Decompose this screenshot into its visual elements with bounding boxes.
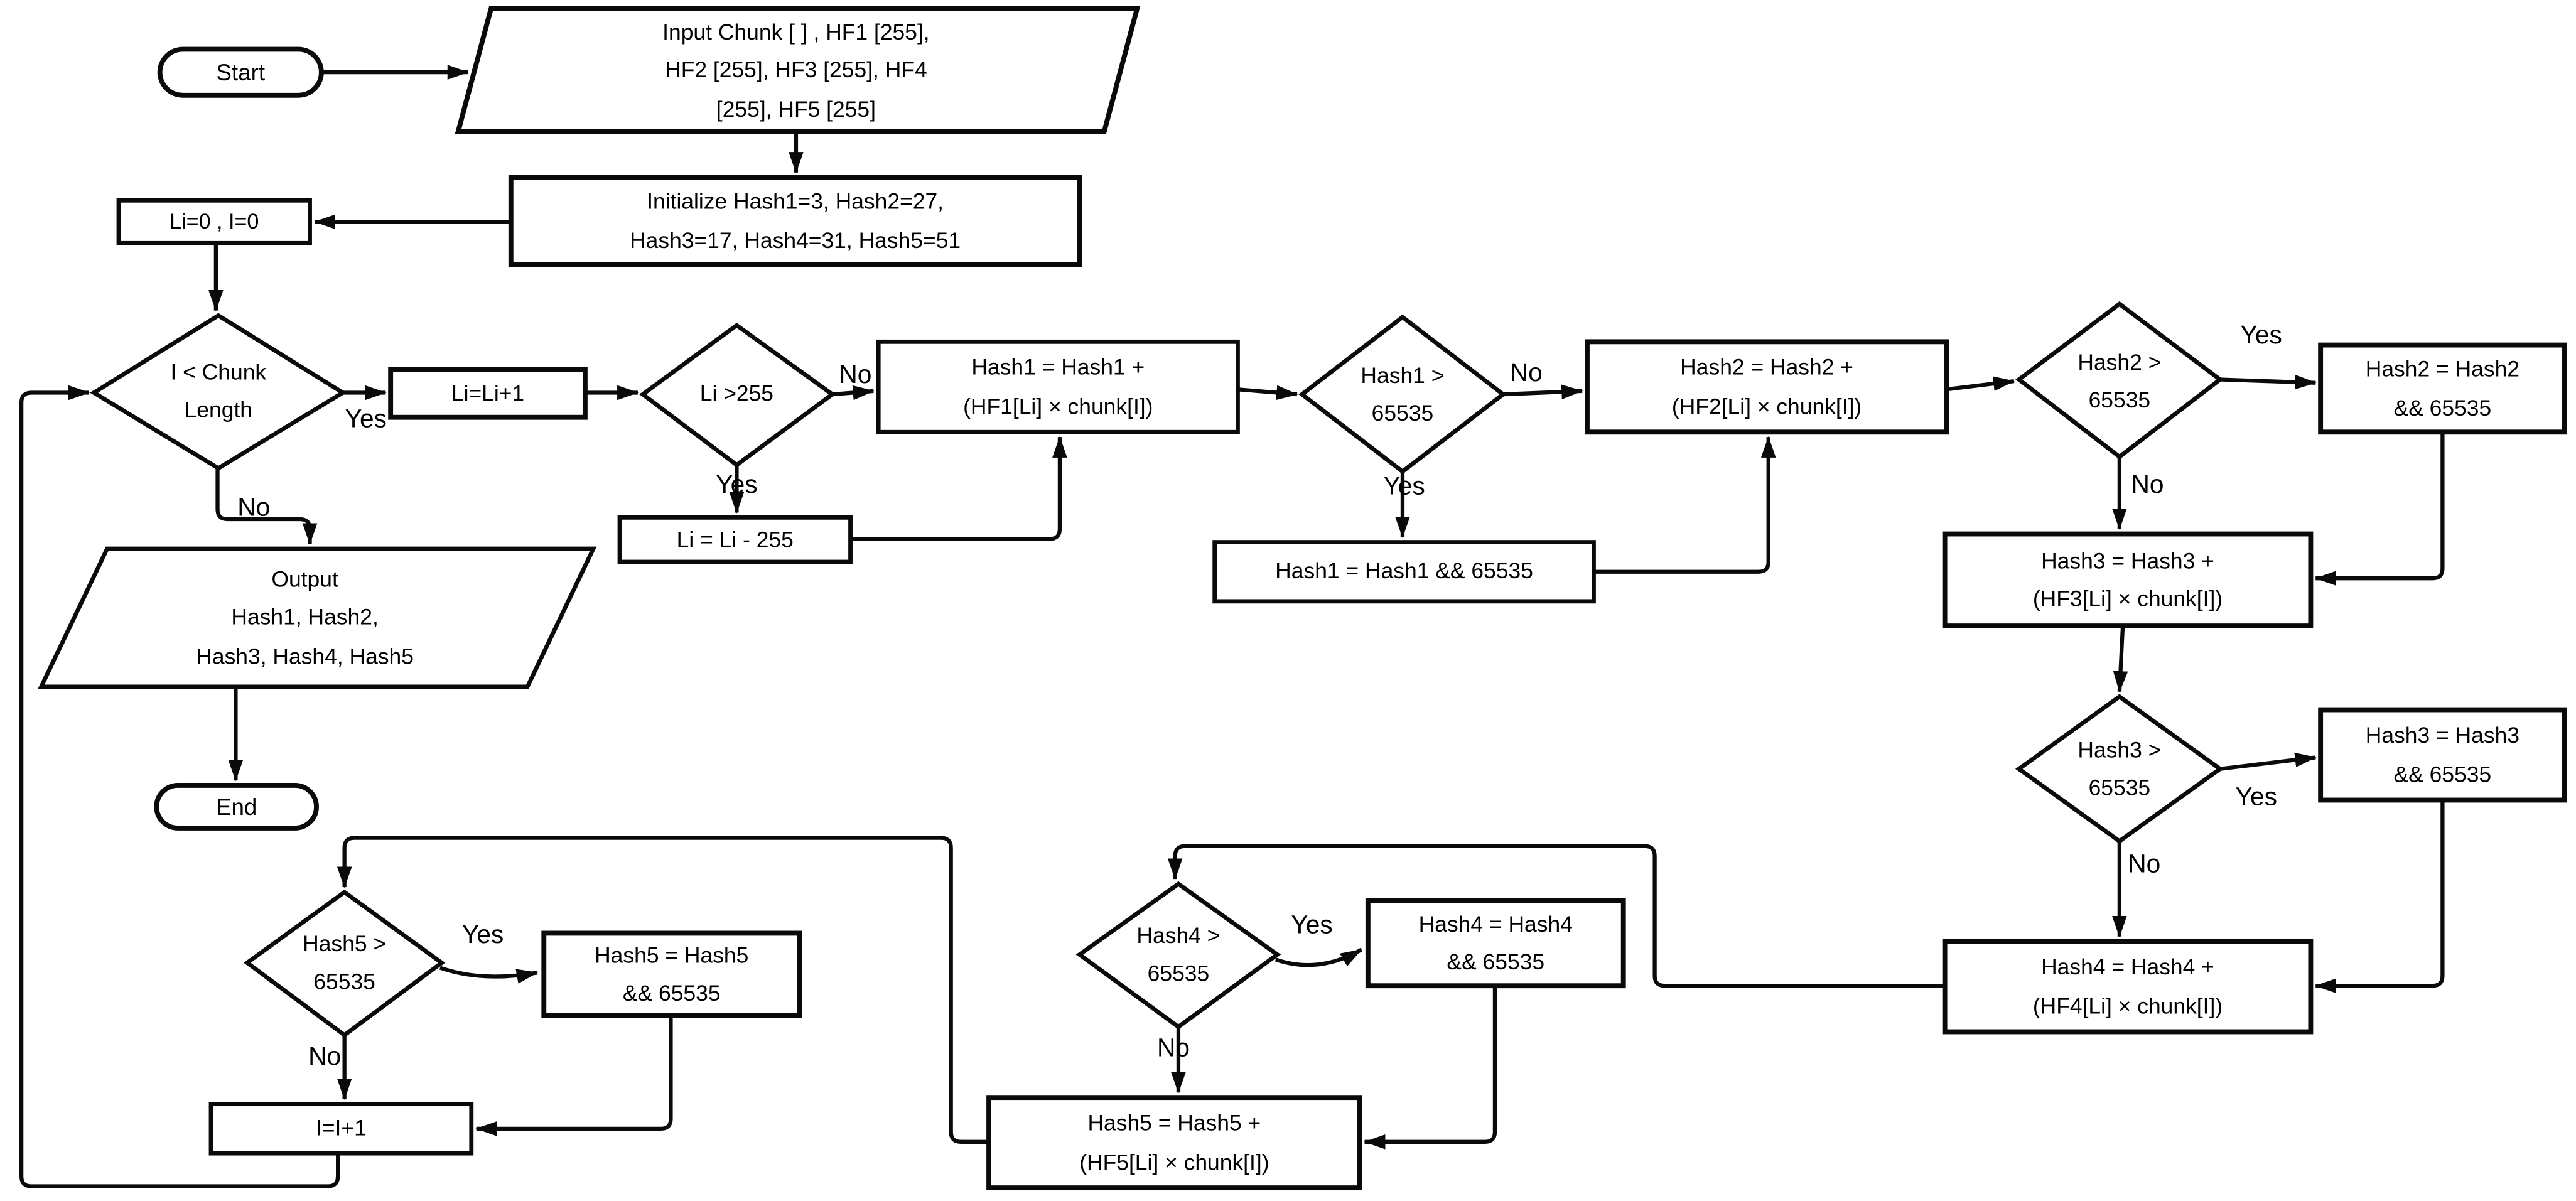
edge-hash5add-to-hash5check	[337, 836, 989, 1144]
edge-lisub-to-hash1add	[850, 436, 1067, 541]
lizero-process-shape	[116, 198, 312, 245]
edge-loopcheck-no-to-output	[215, 468, 318, 545]
edge-hash4add-to-hash4check	[1167, 844, 1945, 988]
hash5check-decision-shape	[244, 889, 446, 1038]
edge-iinc-loop-to-loopcheck	[19, 385, 340, 1188]
input-node-label: Input Chunk [ ] , HF1 [255], HF2 [255], …	[662, 19, 930, 121]
hash4check-no-label: No	[1157, 1035, 1190, 1064]
loopcheck-decision-shape	[90, 313, 347, 471]
lisub-node-label: Li = Li - 255	[676, 527, 794, 552]
hash4check-node-label: Hash4 > 65535	[1136, 923, 1221, 986]
edge-hash5and-to-iinc	[475, 1015, 673, 1136]
init-process-shape	[508, 175, 1082, 267]
hash5check-no-label: No	[308, 1043, 342, 1072]
loopcheck-yes-label: Yes	[345, 406, 387, 434]
input-parallelogram-shape	[455, 6, 1141, 134]
hash5check-yes-label: Yes	[461, 922, 504, 950]
hash3add-node-label: Hash3 = Hash3 + (HF3[Li] × chunk[I])	[2032, 548, 2223, 611]
hash3check-decision-shape	[2015, 694, 2224, 844]
edge-hash2and-to-hash3add	[2314, 432, 2445, 586]
output-node-label: Output Hash1, Hash2, Hash3, Hash4, Hash5	[196, 567, 414, 669]
edge-hash2check-yes-to-hash2and	[2219, 374, 2317, 390]
edge-hash4check-yes-to-hash4and	[1275, 947, 1362, 967]
hash3add-process-shape	[1942, 531, 2314, 629]
liinc-process-shape	[388, 367, 588, 420]
edge-hash3add-to-hash3check	[2113, 625, 2128, 693]
lisub-process-shape	[617, 515, 853, 564]
edge-licheck-no-to-hash1add	[832, 385, 875, 401]
hash1add-process-shape	[876, 339, 1240, 434]
hash5check-node-label: Hash5 > 65535	[303, 931, 387, 994]
end-node-label: End	[215, 793, 257, 820]
licheck-yes-label: Yes	[716, 471, 758, 500]
loopcheck-node-label: I < Chunk Length	[170, 359, 267, 423]
hash1check-no-label: No	[1509, 360, 1543, 388]
edge-hash1check-no-to-hash2add	[1502, 384, 1583, 399]
hash2and-node-label: Hash2 = Hash2 && 65535	[2365, 357, 2520, 420]
hash3check-no-label: No	[2128, 851, 2161, 880]
output-parallelogram-shape	[38, 546, 597, 689]
hash4add-process-shape	[1942, 939, 2314, 1035]
hash3check-yes-label: Yes	[2235, 784, 2277, 812]
start-terminator-shape	[157, 46, 324, 98]
hash2add-process-shape	[1585, 339, 1949, 435]
edge-hash1add-to-hash1check	[1237, 385, 1298, 401]
hash3and-process-shape	[2318, 707, 2567, 803]
hash2check-no-label: No	[2131, 471, 2164, 500]
hash5and-process-shape	[541, 930, 802, 1018]
licheck-decision-shape	[639, 322, 836, 468]
liinc-node-label: Li=Li+1	[451, 380, 525, 406]
hash2check-yes-label: Yes	[2240, 321, 2282, 350]
hash5add-node-label: Hash5 = Hash5 + (HF5[Li] × chunk[I])	[1079, 1111, 1269, 1174]
hash5and-node-label: Hash5 = Hash5 && 65535	[595, 942, 749, 1006]
edge-hash4and-to-hash5add	[1364, 986, 1497, 1150]
edge-hash2add-to-hash2check	[1946, 376, 2015, 392]
hash4check-decision-shape	[1075, 881, 1281, 1030]
hash2check-decision-shape	[2015, 301, 2224, 460]
hash4and-node-label: Hash4 = Hash4 && 65535	[1418, 911, 1573, 974]
start-node-label: Start	[216, 59, 266, 85]
iinc-node-label: I=I+1	[315, 1116, 367, 1141]
edge-hash1and-to-hash2add	[1593, 436, 1776, 574]
lizero-node-label: Li=0 , I=0	[170, 208, 259, 234]
hash3check-node-label: Hash3 > 65535	[2078, 737, 2162, 800]
hash4and-process-shape	[1365, 898, 1626, 989]
hash1add-node-label: Hash1 = Hash1 + (HF1[Li] × chunk[I])	[963, 355, 1153, 419]
hash5add-process-shape	[986, 1095, 1362, 1191]
hash1and-node-label: Hash1 = Hash1 && 65535	[1275, 559, 1533, 584]
hash2check-node-label: Hash2 > 65535	[2078, 349, 2162, 412]
end-terminator-shape	[154, 783, 319, 831]
hash1check-yes-label: Yes	[1383, 473, 1425, 502]
hash2add-node-label: Hash2 = Hash2 + (HF2[Li] × chunk[I])	[1671, 355, 1862, 419]
init-node-label: Initialize Hash1=3, Hash2=27, Hash3=17, …	[630, 189, 961, 252]
loopcheck-no-label: No	[237, 494, 271, 523]
hash1and-process-shape	[1212, 540, 1596, 604]
hash2and-process-shape	[2318, 342, 2567, 435]
licheck-node-label: Li >255	[699, 382, 774, 407]
hash3and-node-label: Hash3 = Hash3 && 65535	[2365, 723, 2520, 787]
hash4add-node-label: Hash4 = Hash4 + (HF4[Li] × chunk[I])	[2032, 955, 2223, 1018]
hash4check-yes-label: Yes	[1291, 912, 1333, 940]
iinc-process-shape	[208, 1102, 474, 1156]
hash1check-decision-shape	[1298, 314, 1507, 475]
licheck-no-label: No	[839, 361, 872, 390]
hash1check-node-label: Hash1 > 65535	[1361, 362, 1445, 426]
edge-hash3and-to-hash4add	[2314, 800, 2445, 993]
edge-hash5check-yes-to-hash5and	[439, 966, 539, 984]
edge-hash3check-yes-to-hash3and	[2219, 752, 2317, 771]
